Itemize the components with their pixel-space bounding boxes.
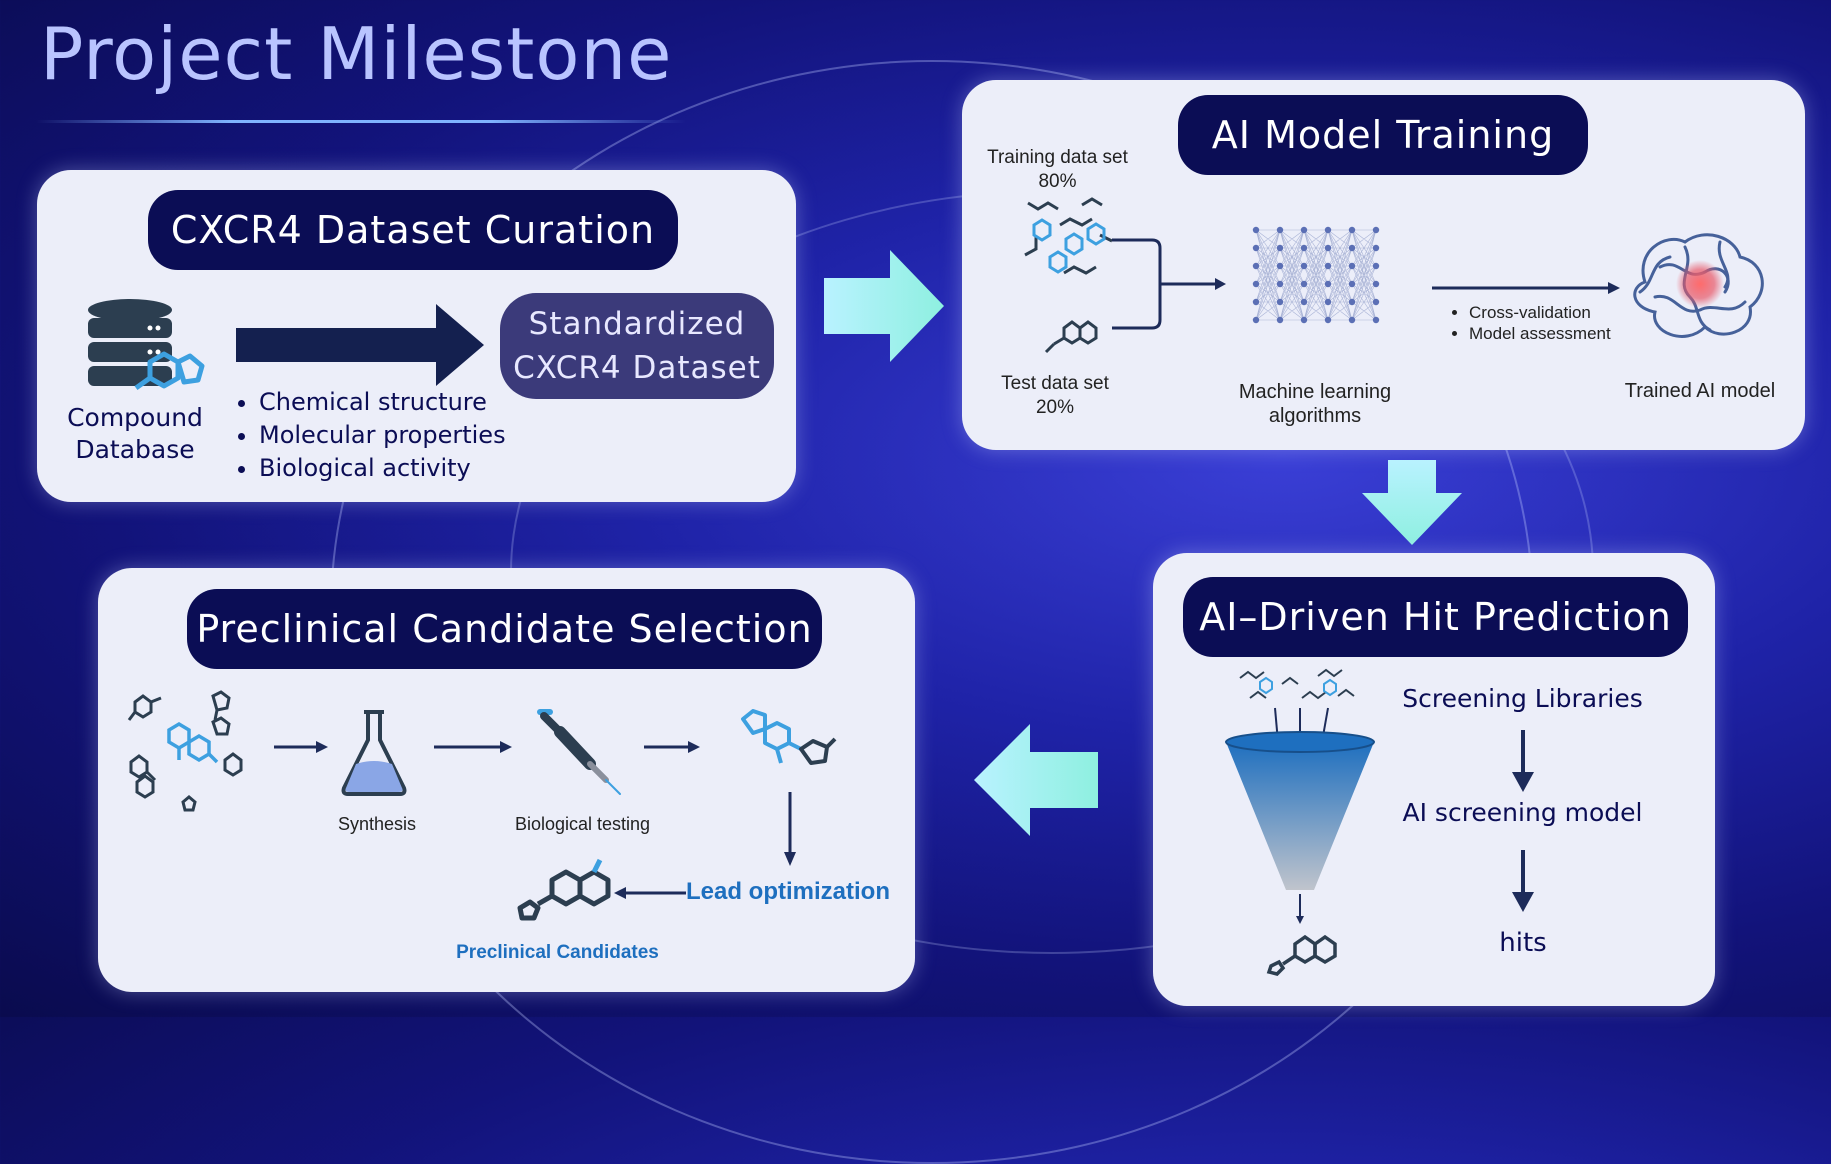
testing-label: Biological testing xyxy=(514,814,651,834)
network-node xyxy=(1252,316,1260,324)
database-label: Compound Database xyxy=(60,402,210,466)
network-node xyxy=(1252,244,1260,252)
arrow-left-lead xyxy=(614,887,686,899)
bullet-item: Molecular properties xyxy=(259,419,506,452)
curation-arrow xyxy=(236,304,484,386)
network-node xyxy=(1252,280,1260,288)
network-node xyxy=(1300,226,1308,234)
bullet-item: Chemical structure xyxy=(259,386,506,419)
flask-icon xyxy=(341,710,407,796)
network-node xyxy=(1348,226,1356,234)
lead-optimization-label: Lead optimization xyxy=(686,878,890,905)
training-heading: AI Model Training xyxy=(1178,95,1588,175)
network-node xyxy=(1300,262,1308,270)
test-set-label: Test data set 20% xyxy=(975,372,1135,420)
to-model-arrow xyxy=(1432,282,1620,294)
standardized-dataset-box: Standardized CXCR4 Dataset xyxy=(500,293,774,399)
network-node xyxy=(1324,316,1332,324)
validation-step: Model assessment xyxy=(1469,323,1611,344)
neural-network-icon xyxy=(1252,226,1380,324)
candidate-molecule-icon xyxy=(517,858,611,921)
network-node xyxy=(1300,244,1308,252)
network-node xyxy=(1252,262,1260,270)
selection-heading: Preclinical Candidate Selection xyxy=(187,589,822,669)
bullet-item: Biological activity xyxy=(259,452,506,485)
network-node xyxy=(1252,226,1260,234)
network-node xyxy=(1276,262,1284,270)
standardized-line1: Standardized xyxy=(528,306,746,342)
network-node xyxy=(1372,280,1380,288)
network-node xyxy=(1276,316,1284,324)
network-node xyxy=(1324,280,1332,288)
preclinical-candidates-label: Preclinical Candidates xyxy=(456,942,659,963)
arrow-down-lead xyxy=(784,792,796,866)
protein-icon xyxy=(1633,233,1764,338)
bracket-connector xyxy=(1112,238,1226,330)
page-title: Project Milestone xyxy=(40,12,673,96)
down-arrow-1 xyxy=(1512,730,1534,792)
test-molecule-icon xyxy=(1044,320,1098,354)
network-node xyxy=(1348,244,1356,252)
network-node xyxy=(1276,226,1284,234)
network-node xyxy=(1348,316,1356,324)
down-arrow-2 xyxy=(1512,850,1534,912)
training-set-text: Training data set xyxy=(987,147,1128,168)
network-node xyxy=(1276,244,1284,252)
ml-label: Machine learning algorithms xyxy=(1220,380,1410,428)
ml-label-line2: algorithms xyxy=(1268,405,1362,427)
validation-step: Cross-validation xyxy=(1469,302,1611,323)
test-set-pct: 20% xyxy=(1035,397,1075,418)
arrow-to-lead xyxy=(644,741,700,753)
synthesis-label: Synthesis xyxy=(337,814,417,834)
ai-screening-model-label: AI screening model xyxy=(1402,798,1643,827)
network-node xyxy=(1348,262,1356,270)
network-node xyxy=(1372,316,1380,324)
network-node xyxy=(1372,262,1380,270)
pipette-icon xyxy=(537,709,621,795)
network-node xyxy=(1324,262,1332,270)
hits-label: hits xyxy=(1499,928,1547,958)
database-icon xyxy=(88,299,172,386)
prediction-heading: AI–Driven Hit Prediction xyxy=(1183,577,1688,657)
network-node xyxy=(1324,298,1332,306)
validation-steps: Cross-validation Model assessment xyxy=(1449,302,1611,344)
network-node xyxy=(1276,298,1284,306)
network-node xyxy=(1372,244,1380,252)
molecule-icon xyxy=(134,351,205,391)
test-set-text: Test data set xyxy=(1001,373,1109,394)
flow-arrow-right xyxy=(824,250,944,362)
curation-bullets: Chemical structure Molecular properties … xyxy=(233,386,506,485)
ml-label-line1: Machine learning xyxy=(1238,381,1392,403)
network-node xyxy=(1300,316,1308,324)
arrow-to-testing xyxy=(434,741,512,753)
trained-model-label: Trained AI model xyxy=(1624,380,1776,402)
flow-arrow-down xyxy=(1362,460,1462,545)
hit-molecule-icon xyxy=(1266,934,1337,976)
compound-library-icon xyxy=(127,690,243,812)
network-node xyxy=(1372,298,1380,306)
network-node xyxy=(1252,298,1260,306)
network-node xyxy=(1324,226,1332,234)
training-set-label: Training data set 80% xyxy=(970,146,1145,194)
network-node xyxy=(1372,226,1380,234)
network-node xyxy=(1348,280,1356,288)
database-label-line2: Database xyxy=(75,435,195,464)
network-node xyxy=(1276,280,1284,288)
network-node xyxy=(1300,280,1308,288)
standardized-line2: CXCR4 Dataset xyxy=(513,350,761,386)
network-node xyxy=(1348,298,1356,306)
screening-libraries-label: Screening Libraries xyxy=(1402,684,1643,713)
curation-heading: CXCR4 Dataset Curation xyxy=(148,190,678,270)
training-molecules-icon xyxy=(1024,197,1113,275)
flow-arrow-left xyxy=(974,724,1098,836)
arrow-to-synthesis xyxy=(274,741,328,753)
training-set-pct: 80% xyxy=(1038,171,1077,192)
lead-molecule-icon xyxy=(741,709,837,765)
funnel-icon xyxy=(1225,668,1375,924)
database-label-line1: Compound xyxy=(67,403,203,432)
title-underline xyxy=(36,120,686,123)
network-node xyxy=(1300,298,1308,306)
network-node xyxy=(1324,244,1332,252)
